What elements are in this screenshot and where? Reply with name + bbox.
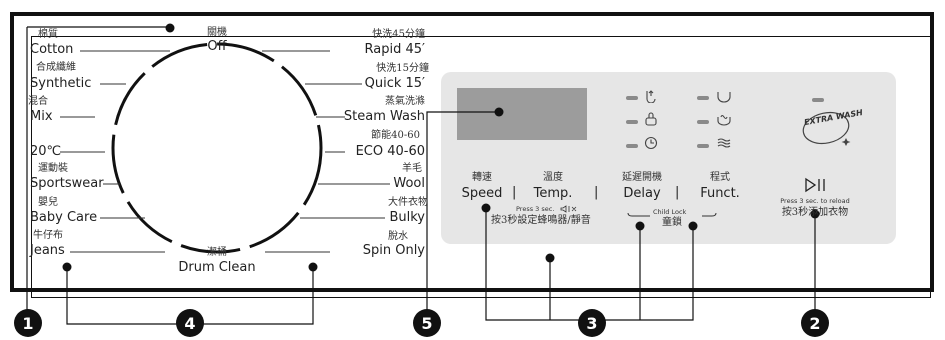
label-drum-clean[interactable]: Drum Clean [178, 260, 256, 275]
label-baby-care[interactable]: Baby Care [30, 210, 98, 225]
label-sportswear[interactable]: Sportswear [30, 176, 104, 191]
led-drain [697, 96, 709, 100]
drain-icon [717, 92, 731, 103]
label-drum-clean-cn: 潔桶 [207, 247, 227, 258]
label-quick15[interactable]: Quick 15′ [364, 76, 425, 91]
led-prewash [626, 96, 638, 100]
callout-5: 5 [413, 309, 441, 337]
label-baby-care-cn: 嬰兒 [38, 197, 58, 208]
delay-button[interactable]: Delay [623, 186, 661, 201]
label-cotton[interactable]: Cotton [30, 42, 74, 57]
label-off-cn: 關機 [207, 27, 227, 38]
start-pause-hint-cn: 按3秒添加衣物 [781, 207, 849, 218]
child-lock-bracket-right [702, 212, 717, 217]
led-softener [697, 144, 709, 148]
label-steam-wash-cn: 蒸氣洗滌 [385, 96, 425, 107]
label-jeans-cn: 牛仔布 [33, 230, 63, 241]
led-soak [626, 120, 638, 124]
callout-dot-1 [165, 23, 175, 33]
callout-1: 1 [14, 309, 42, 337]
temp-button[interactable]: Temp. [533, 186, 573, 201]
temp-label-cn: 溫度 [543, 172, 563, 183]
label-steam-wash[interactable]: Steam Wash [343, 109, 425, 124]
separator-2: | [594, 185, 599, 200]
play-pause-icon[interactable] [803, 176, 831, 194]
led-rinse [697, 120, 709, 124]
label-synthetic-cn: 合成纖維 [36, 62, 76, 73]
mute-hint-en: Press 3 sec. [516, 205, 555, 213]
label-spin-only-cn: 脫水 [388, 231, 408, 242]
callout-line-5 [426, 111, 499, 312]
program-dial[interactable] [111, 42, 323, 254]
funct-label-cn: 程式 [710, 172, 730, 183]
soak-icon [645, 112, 657, 126]
child-lock-cn: 童鎖 [662, 217, 682, 228]
delay-label-cn: 延遲開機 [622, 172, 662, 183]
led-timer [626, 144, 638, 148]
speed-label-cn: 轉速 [472, 172, 492, 183]
separator-1: | [512, 185, 517, 200]
speaker-icon [560, 205, 577, 213]
speed-button[interactable]: Speed [461, 186, 503, 201]
lcd-display [457, 88, 587, 140]
label-eco[interactable]: ECO 40-60 [355, 144, 425, 159]
start-pause-hint-en: Press 3 sec. to reload [780, 197, 850, 205]
label-eco-cn: 節能40-60 [371, 130, 420, 141]
mute-hint-cn: 按3秒設定蜂鳴器/靜音 [491, 215, 591, 226]
label-mix[interactable]: Mix [30, 109, 53, 124]
label-bulky[interactable]: Bulky [389, 210, 425, 225]
label-rapid45[interactable]: Rapid 45′ [364, 42, 425, 57]
panel-inner-frame [31, 36, 931, 298]
callout-3: 3 [578, 309, 606, 337]
prewash-icon [646, 90, 656, 103]
label-mix-cn: 混合 [28, 96, 48, 107]
funct-button[interactable]: Funct. [700, 186, 740, 201]
label-rapid45-cn: 快洗45分鐘 [372, 29, 425, 40]
label-20c[interactable]: 20℃ [30, 144, 62, 159]
callout-4: 4 [176, 309, 204, 337]
softener-icon [717, 138, 731, 148]
label-wool-cn: 羊毛 [402, 163, 422, 174]
label-spin-only[interactable]: Spin Only [362, 243, 425, 258]
separator-3: | [675, 185, 680, 200]
child-lock-bracket-left [627, 212, 650, 217]
label-cotton-cn: 棉質 [38, 29, 58, 40]
rinse-icon [717, 114, 731, 126]
label-synthetic[interactable]: Synthetic [30, 76, 92, 91]
label-jeans[interactable]: Jeans [30, 243, 65, 258]
led-extra-wash [812, 98, 824, 102]
child-lock-en: Child Lock [653, 208, 687, 216]
label-off[interactable]: Off [207, 39, 227, 54]
label-sportswear-cn: 運動裝 [38, 163, 68, 174]
label-bulky-cn: 大件衣物 [388, 197, 428, 208]
extra-wash-icon[interactable] [798, 108, 858, 150]
label-wool[interactable]: Wool [393, 176, 425, 191]
callout-2: 2 [801, 309, 829, 337]
timer-icon [644, 136, 658, 150]
label-quick15-cn: 快洗15分鐘 [376, 63, 429, 74]
